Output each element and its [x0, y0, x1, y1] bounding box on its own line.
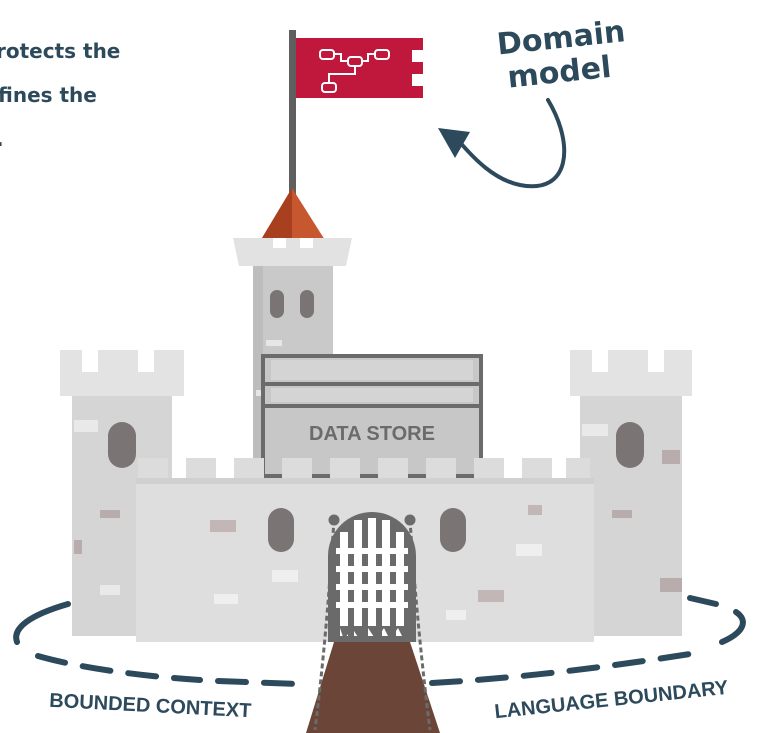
flag-icon — [296, 38, 423, 98]
wall-bricks — [210, 505, 542, 602]
domain-model-label: Domain model — [495, 14, 627, 95]
tower-window-right — [300, 290, 314, 318]
right-tower-window — [616, 422, 644, 468]
left-tower-window — [108, 422, 136, 468]
note-line-2: fines the — [0, 83, 97, 107]
domain-model-icon — [319, 49, 390, 93]
language-boundary-label: LANGUAGE BOUNDARY — [493, 677, 729, 723]
drawbridge — [306, 642, 440, 733]
chain-icon — [313, 514, 432, 731]
context-boundary — [13, 595, 746, 687]
wall-battlements — [138, 458, 590, 480]
arrow-icon — [438, 98, 567, 189]
note-text: rotects the fines the . — [0, 39, 120, 151]
portcullis-icon — [328, 512, 416, 642]
wall-window-left — [268, 508, 294, 552]
note-line-1: rotects the — [0, 39, 120, 63]
flagpole — [289, 30, 296, 195]
note-line-3: . — [0, 127, 4, 151]
tower-roof — [256, 188, 330, 248]
tower-crown — [233, 238, 352, 266]
data-store: DATA STORE — [261, 354, 483, 478]
wall-window-right — [440, 508, 466, 552]
tower-window-left — [270, 290, 284, 318]
data-store-label: DATA STORE — [309, 423, 435, 445]
bounded-context-label: BOUNDED CONTEXT — [49, 690, 252, 723]
right-tower — [570, 350, 692, 636]
